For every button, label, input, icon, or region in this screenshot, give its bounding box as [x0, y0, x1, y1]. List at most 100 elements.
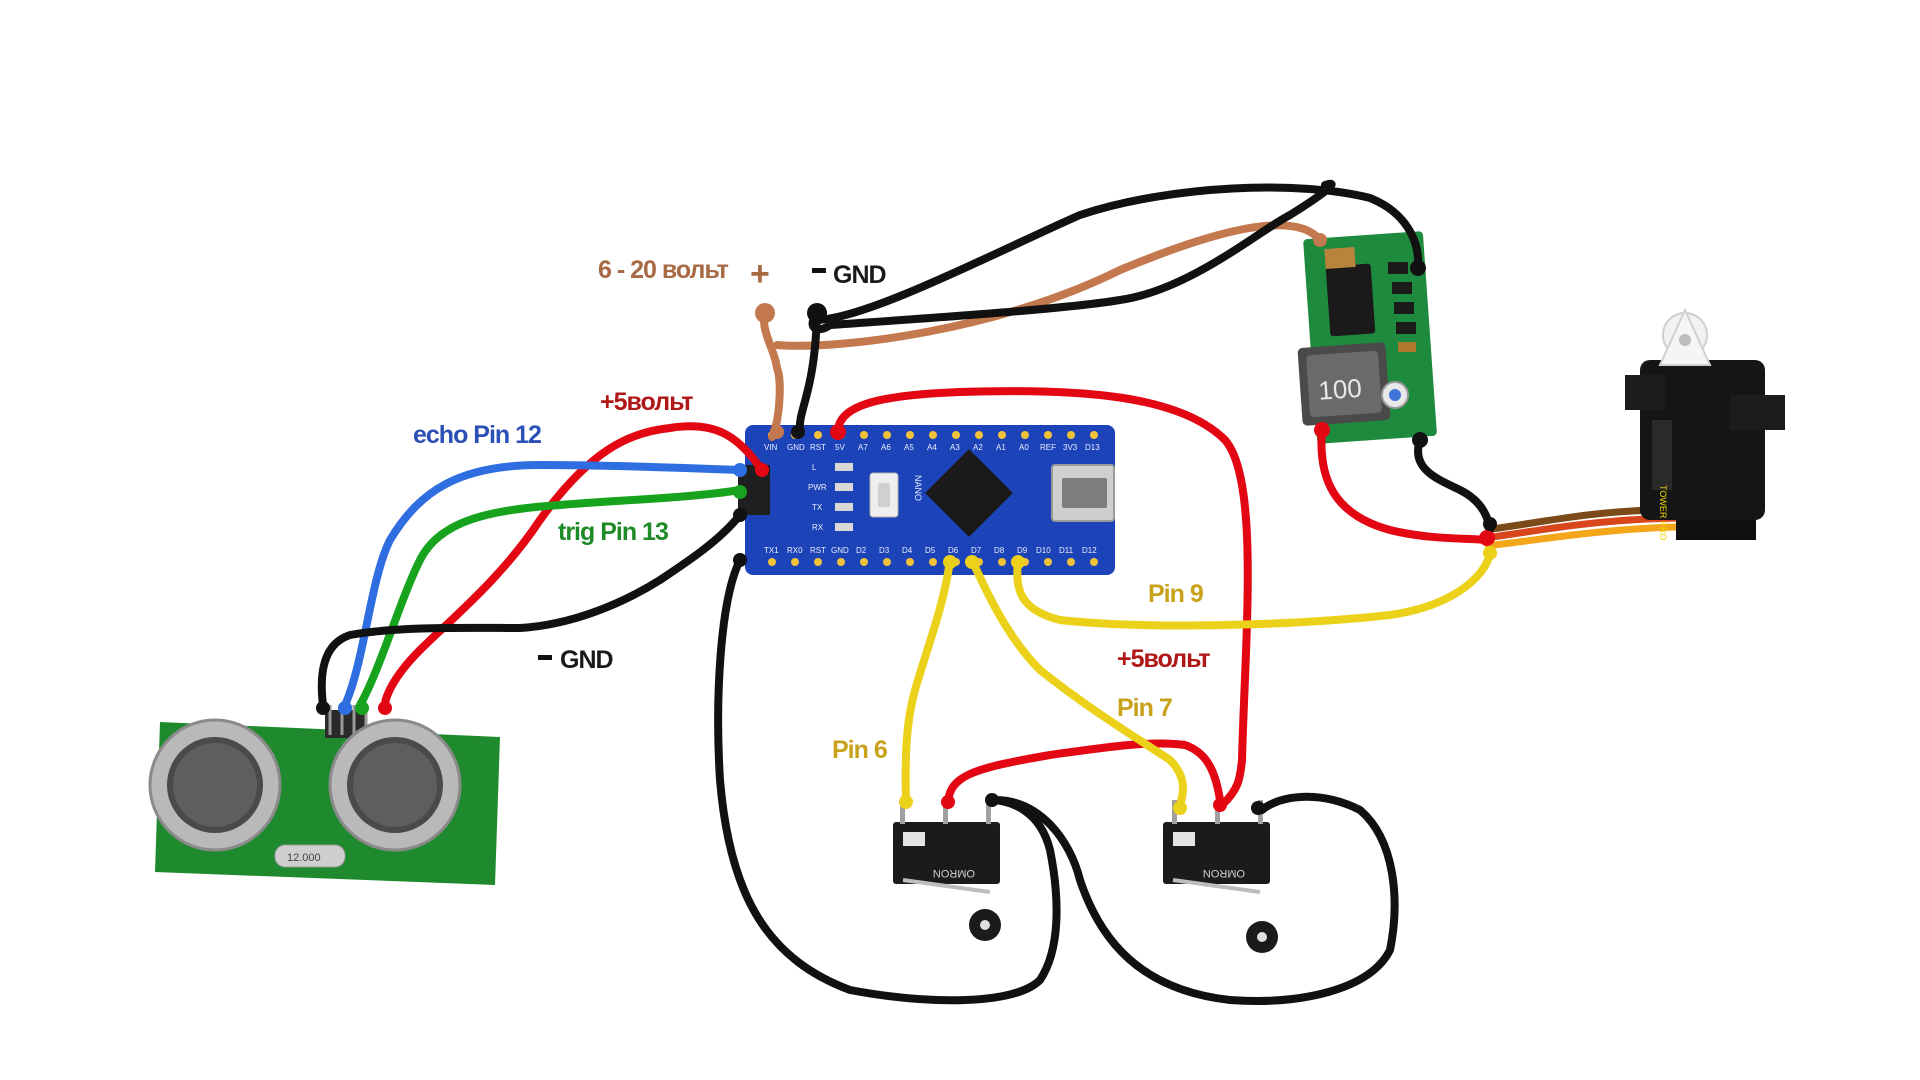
pin-label-rst-b: RST: [810, 546, 826, 555]
switch-right-brand: OMRON: [1203, 867, 1245, 879]
led-label-tx: TX: [812, 503, 823, 512]
pin-label-a0: A0: [1019, 443, 1029, 452]
wire-dot-icon: [941, 795, 955, 809]
wire-gnd-top-black: [795, 179, 1336, 434]
wire-dot-icon: [316, 701, 330, 715]
pin-label-rst: RST: [810, 443, 826, 452]
pin-label-a2: A2: [973, 443, 983, 452]
wire-dot-icon: [807, 303, 827, 323]
pin-label-d10: D10: [1036, 546, 1051, 555]
wire-dot-icon: [1410, 260, 1426, 276]
switch-left-brand: OMRON: [933, 867, 975, 879]
wire-dot-icon: [1251, 801, 1265, 815]
wire-dot-icon: [378, 701, 392, 715]
pin-label-gnd-b: GND: [831, 546, 849, 555]
pin-label-5v: 5V: [835, 443, 845, 452]
wire-green-trig: [356, 486, 744, 709]
wire-yellow-pin7: [968, 556, 1187, 809]
pin-label-d12: D12: [1082, 546, 1097, 555]
limit-switch-right: OMRON: [1163, 800, 1278, 953]
dc-dc-converter: 100: [1297, 231, 1437, 444]
wire-dot-icon: [1483, 546, 1497, 560]
wire-dot-icon: [733, 463, 747, 477]
servo-motor: TOWER PRO: [1484, 307, 1785, 550]
wire-dot-icon: [1314, 422, 1330, 438]
wire-dots: [316, 233, 1497, 815]
wire-dot-icon: [355, 701, 369, 715]
pin-label-d6: D6: [948, 546, 959, 555]
label-pin9: Pin 9: [1148, 580, 1203, 608]
label-echo: echo Pin 12: [413, 421, 541, 449]
wire-black-switch-link: [991, 792, 1399, 1005]
pin-label-gnd: GND: [787, 443, 805, 452]
pin-label-d9: D9: [1017, 546, 1028, 555]
wire-dot-icon: [1412, 432, 1428, 448]
pin-label-d8: D8: [994, 546, 1005, 555]
minus-sign-gnd-left: [538, 655, 552, 660]
label-gnd-top: GND: [833, 261, 886, 289]
led-label-pwr: PWR: [808, 483, 827, 492]
limit-switch-left: OMRON: [893, 800, 1001, 941]
label-pin7: Pin 7: [1117, 694, 1172, 722]
wire-red-5v-switch: [834, 387, 1252, 809]
wire-dot-icon: [899, 795, 913, 809]
wire-yellow-pin9: [1013, 546, 1494, 630]
wire-dot-icon: [338, 701, 352, 715]
pin-label-a4: A4: [927, 443, 937, 452]
sensor-crystal-label: 12.000: [287, 852, 321, 864]
label-plus: +: [750, 255, 770, 293]
pin-label-3v3: 3V3: [1063, 443, 1078, 452]
board-name: NANO: [913, 475, 923, 501]
label-vin: 6 - 20 вольт: [598, 256, 729, 284]
wire-dot-icon: [830, 424, 846, 440]
wire-gnd-converter-black: [813, 183, 1423, 324]
label-5v-left: +5вольт: [600, 388, 693, 416]
wire-vin-brown: [760, 221, 1324, 441]
pin-label-d4: D4: [902, 546, 913, 555]
pin-label-tx1: TX1: [764, 546, 779, 555]
pin-label-a3: A3: [950, 443, 960, 452]
pin-label-a6: A6: [881, 443, 891, 452]
inductor-label: 100: [1317, 373, 1362, 406]
led-label-rx: RX: [812, 523, 824, 532]
pin-label-d3: D3: [879, 546, 890, 555]
arduino-nano: VIN GND RST 5V A7 A6 A5 A4 A3 A2 A1 A0 R…: [738, 425, 1115, 575]
wire-dot-icon: [1479, 530, 1495, 546]
wire-dot-icon: [733, 553, 747, 567]
pin-label-ref: REF: [1040, 443, 1056, 452]
wire-black-gnd-sensor: [317, 511, 744, 709]
wire-dot-icon: [755, 303, 775, 323]
label-pin6: Pin 6: [832, 736, 887, 764]
pin-label-a7: A7: [858, 443, 868, 452]
label-gnd-left: GND: [560, 646, 613, 674]
wire-blue-echo: [341, 461, 744, 709]
wire-red-converter-servo: [1317, 426, 1489, 544]
pin-label-d2: D2: [856, 546, 867, 555]
svg-text:TOWER PRO: TOWER PRO: [1658, 485, 1668, 540]
wire-dot-icon: [1011, 555, 1025, 569]
led-label-l: L: [812, 463, 817, 472]
pin-label-a1: A1: [996, 443, 1006, 452]
wire-dot-icon: [733, 485, 747, 499]
label-trig: trig Pin 13: [558, 518, 668, 546]
wire-dot-icon: [943, 555, 957, 569]
wire-red-5v-sensor: [381, 422, 766, 709]
pin-label-rx0: RX0: [787, 546, 803, 555]
pin-label-vin: VIN: [764, 443, 778, 452]
wire-red-switches-link: [944, 739, 1224, 809]
wire-dot-icon: [1173, 801, 1187, 815]
wire-dot-icon: [791, 425, 805, 439]
label-5v-right: +5вольт: [1117, 645, 1210, 673]
wire-yellow-pin6: [901, 556, 954, 806]
pin-label-d7: D7: [971, 546, 982, 555]
wire-dot-icon: [733, 508, 747, 522]
wire-dot-icon: [1213, 798, 1227, 812]
wire-dot-icon: [755, 463, 769, 477]
wire-dot-icon: [770, 425, 784, 439]
minus-sign-gnd-top: [812, 268, 826, 273]
wire-black-converter-servo: [1414, 436, 1494, 534]
pin-label-d5: D5: [925, 546, 936, 555]
wire-dot-icon: [1313, 233, 1327, 247]
wire-dot-icon: [965, 555, 979, 569]
